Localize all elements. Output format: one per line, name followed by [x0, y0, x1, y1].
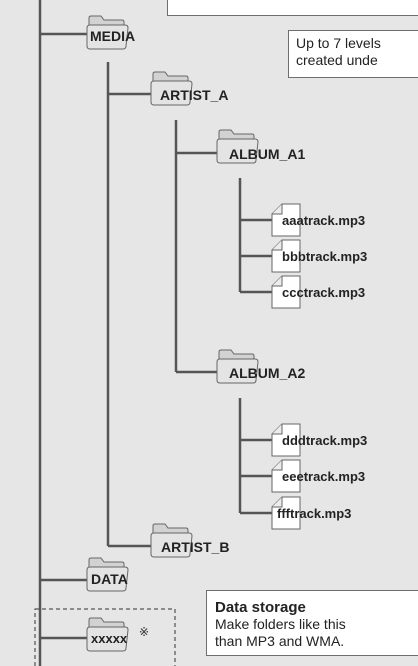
- folder-artist-a: ARTIST_A: [150, 71, 228, 106]
- folder-data: DATA: [86, 557, 129, 592]
- folder-label-media: MEDIA: [90, 28, 135, 44]
- folder-media: MEDIA: [86, 15, 135, 50]
- file-label-eeetrack: eeetrack.mp3: [282, 469, 365, 484]
- data-storage-callout: Data storage Make folders like this than…: [206, 590, 418, 656]
- levels-callout-line1: Up to 7 levels: [296, 35, 381, 51]
- folder-album-a2: ALBUM_A2: [216, 349, 305, 384]
- data-storage-line2: than MP3 and WMA.: [215, 633, 345, 649]
- top-box: [167, 0, 418, 16]
- tree-lines: [38, 0, 272, 666]
- levels-callout: Up to 7 levels created unde: [288, 30, 418, 78]
- folder-xxxxx: xxxxx: [86, 617, 129, 652]
- levels-callout-line2: created unde: [296, 52, 378, 68]
- folder-label-xxxxx: xxxxx: [91, 631, 128, 646]
- folder-album-a1: ALBUM_A1: [216, 129, 305, 164]
- file-dddtrack: dddtrack.mp3: [271, 423, 367, 457]
- file-label-dddtrack: dddtrack.mp3: [282, 433, 367, 448]
- file-label-ffftrack: ffftrack.mp3: [277, 506, 351, 521]
- file-ccctrack: ccctrack.mp3: [271, 275, 365, 309]
- data-storage-line1: Make folders like this: [215, 616, 346, 632]
- file-aaatrack: aaatrack.mp3: [271, 203, 365, 237]
- folder-label-artist-a: ARTIST_A: [160, 87, 228, 103]
- file-label-aaatrack: aaatrack.mp3: [282, 213, 365, 228]
- file-label-ccctrack: ccctrack.mp3: [282, 285, 365, 300]
- data-storage-title: Data storage: [215, 599, 306, 616]
- folder-artist-b: ARTIST_B: [150, 523, 229, 558]
- note-mark: ※: [139, 625, 149, 639]
- file-eeetrack: eeetrack.mp3: [271, 459, 365, 493]
- folder-label-data: DATA: [91, 571, 128, 587]
- dashed-group-box: [34, 608, 176, 666]
- file-ffftrack: ffftrack.mp3: [271, 496, 351, 530]
- folder-label-album-a2: ALBUM_A2: [229, 365, 305, 381]
- folder-label-artist-b: ARTIST_B: [161, 539, 229, 555]
- folder-label-album-a1: ALBUM_A1: [229, 146, 305, 162]
- file-label-bbbtrack: bbbtrack.mp3: [282, 249, 367, 264]
- file-bbbtrack: bbbtrack.mp3: [271, 239, 367, 273]
